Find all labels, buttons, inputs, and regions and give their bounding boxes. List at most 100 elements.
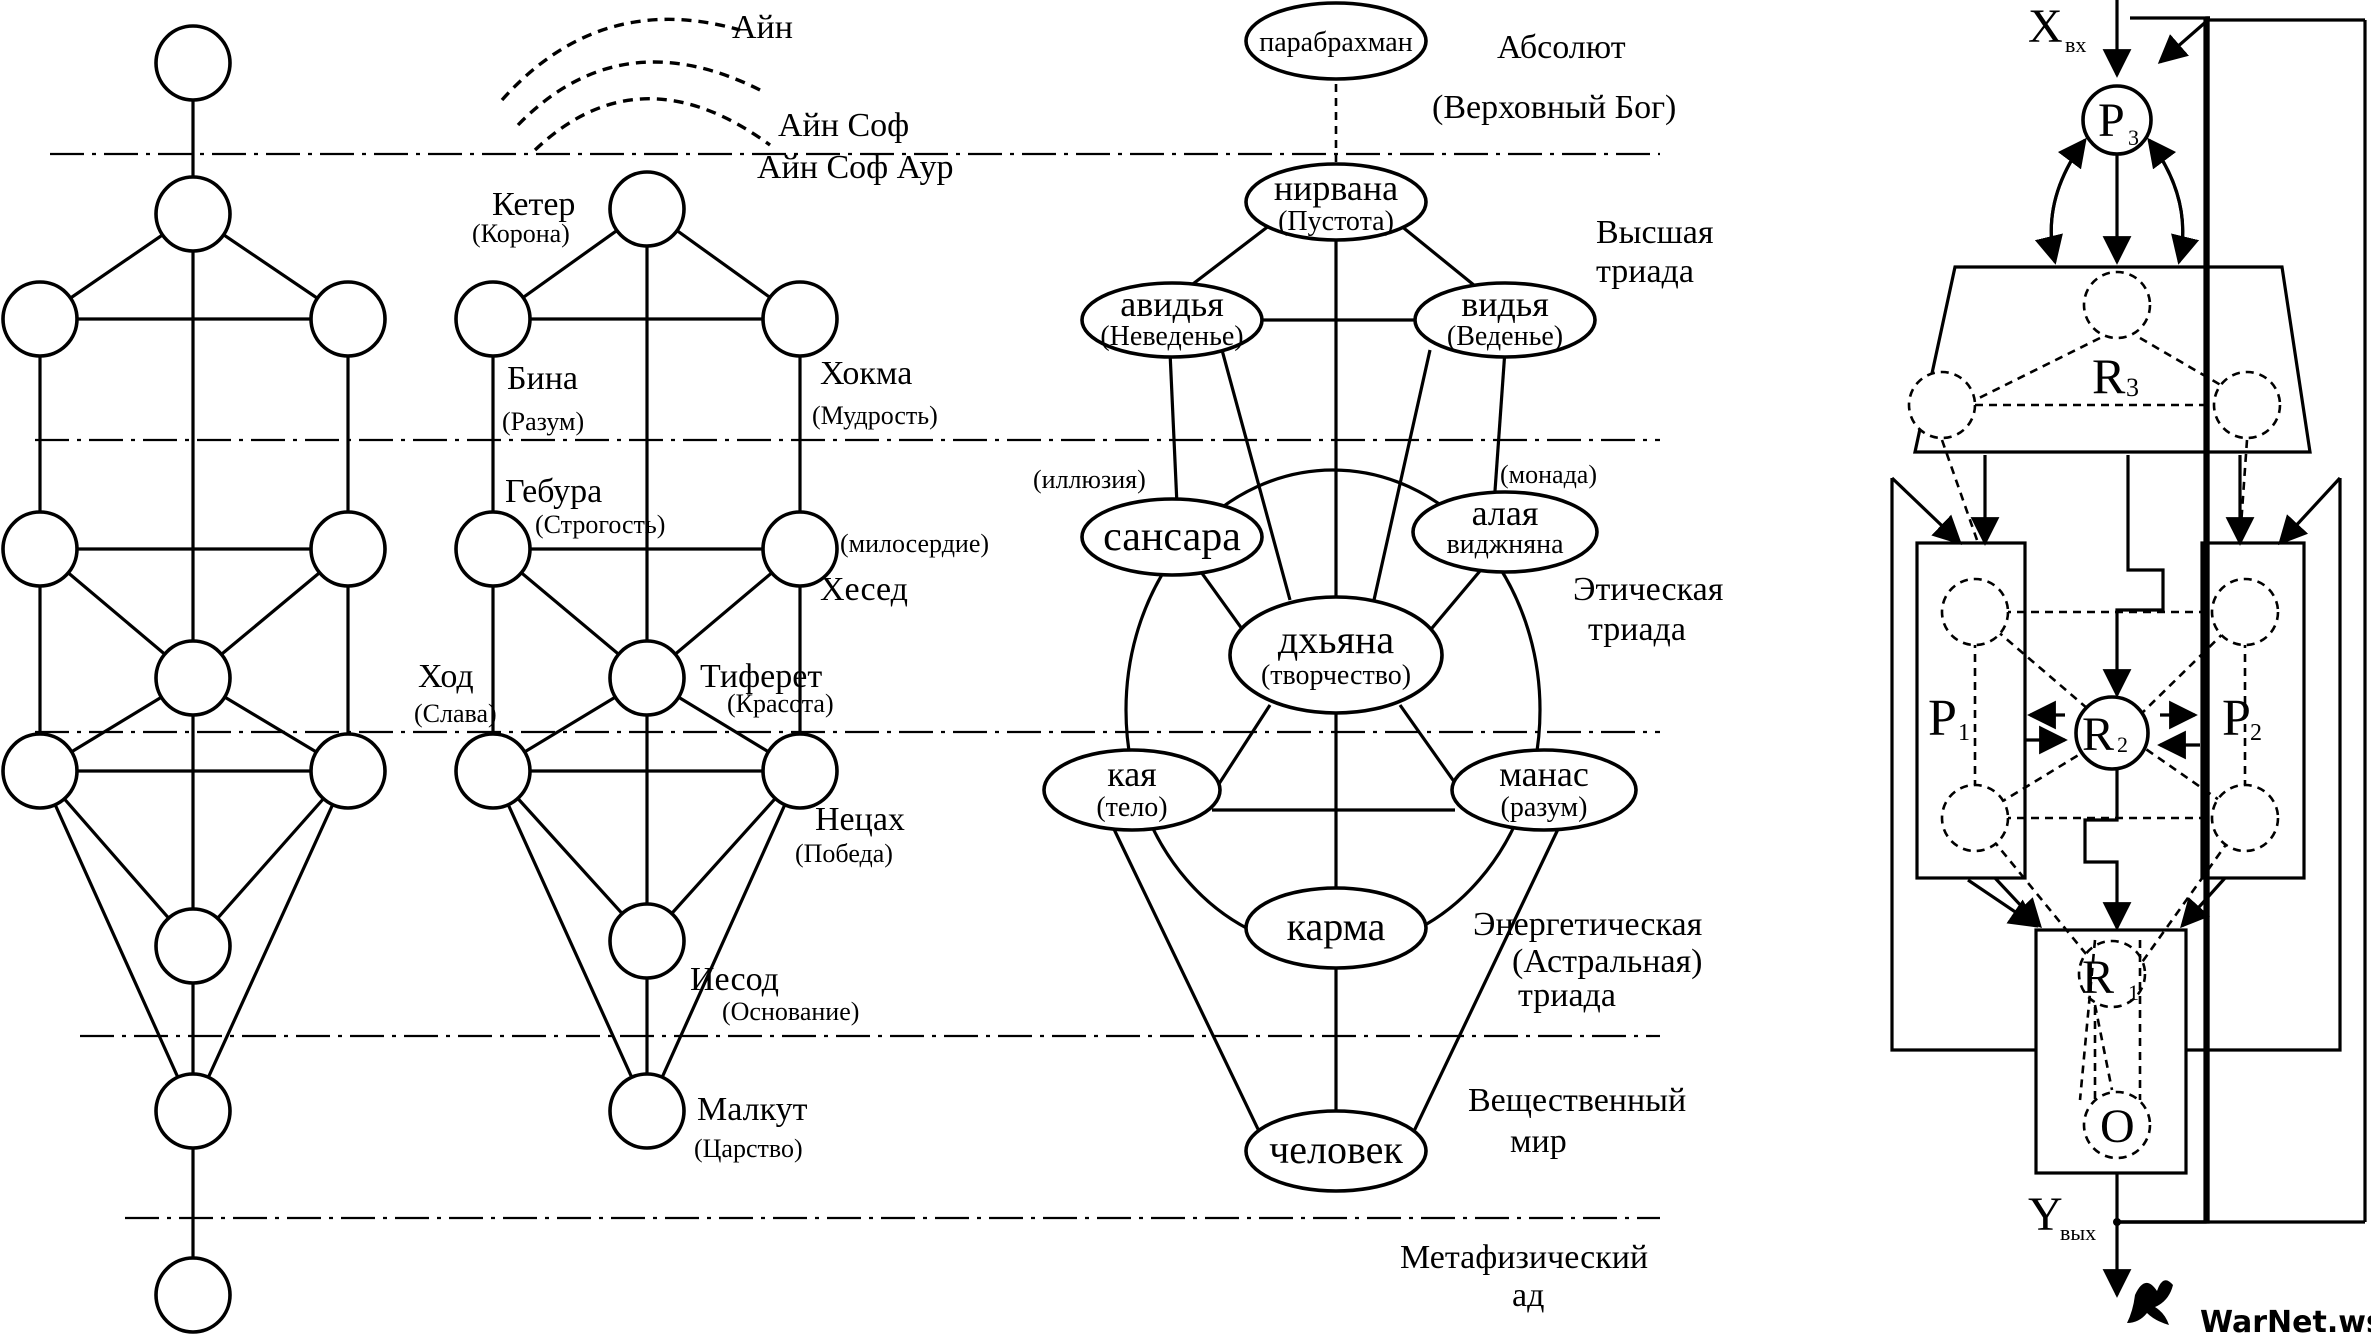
label-r3-sub: 3 bbox=[2126, 373, 2139, 402]
tree-2-node-malkut bbox=[608, 1072, 686, 1150]
label-y-out: Y bbox=[2028, 1188, 2063, 1241]
label-netzah: Нецах bbox=[815, 801, 905, 838]
tree-1-node-hokma bbox=[309, 280, 387, 358]
label-dhyana-sub: (творчество) bbox=[1261, 660, 1411, 691]
label-energy-1: Энергетическая bbox=[1473, 906, 1703, 943]
label-hokma-sub: (Мудрость) bbox=[812, 401, 938, 430]
label-manas: манас bbox=[1499, 754, 1589, 794]
tree-1-node-top bbox=[154, 24, 232, 102]
node-o bbox=[2082, 1090, 2152, 1160]
ellipse-avidya bbox=[1080, 281, 1264, 359]
label-material-2: мир bbox=[1510, 1123, 1567, 1160]
label-p1-sub: 1 bbox=[1958, 720, 1970, 746]
label-keter-sub: (Корона) bbox=[472, 219, 570, 248]
ellipse-parabrahman bbox=[1244, 1, 1428, 81]
label-vijnana: виджняна bbox=[1446, 529, 1564, 560]
node-r3-right bbox=[2212, 370, 2282, 440]
ellipse-karma bbox=[1244, 886, 1428, 970]
label-energy-2: (Астральная) bbox=[1512, 943, 1703, 980]
label-malkut-sub: (Царство) bbox=[694, 1134, 803, 1163]
label-p1: P bbox=[1928, 690, 1957, 747]
node-p1-top bbox=[1940, 577, 2010, 647]
node-p2-top bbox=[2210, 577, 2280, 647]
tree-2-node-tiferet bbox=[608, 639, 686, 717]
label-iesod: Иесод bbox=[690, 961, 779, 998]
label-x-in: X bbox=[2028, 0, 2063, 53]
tree-2-node-hokma bbox=[761, 280, 839, 358]
label-parabrahman: парабрахман bbox=[1259, 27, 1412, 58]
label-hod-sub: (Слава) bbox=[414, 699, 497, 728]
label-chelovek: человек bbox=[1269, 1127, 1403, 1172]
label-keter: Кетер bbox=[492, 186, 575, 223]
label-supreme-god: (Верховный Бог) bbox=[1432, 89, 1676, 126]
label-p2-sub: 2 bbox=[2250, 720, 2262, 746]
label-netzah-sub: (Победа) bbox=[795, 839, 893, 868]
tree-2-node-hod bbox=[454, 732, 532, 810]
node-r3-top bbox=[2082, 270, 2152, 340]
watermark: WarNet.ws bbox=[2127, 1280, 2371, 1340]
label-vidya: видья bbox=[1461, 284, 1549, 324]
label-hokma: Хокма bbox=[820, 355, 912, 392]
tree-1 bbox=[1, 24, 387, 1334]
tree-2-node-bina bbox=[454, 280, 532, 358]
label-hod: Ход bbox=[418, 658, 474, 695]
ellipse-vidya bbox=[1413, 281, 1597, 359]
label-nirvana: нирвана bbox=[1274, 168, 1398, 208]
node-p1-bottom bbox=[1940, 783, 2010, 853]
label-o: O bbox=[2100, 1100, 2135, 1153]
label-malkut: Малкут bbox=[697, 1091, 808, 1128]
tree-1-node-hod bbox=[1, 732, 79, 810]
label-avidya-sub: (Неведенье) bbox=[1100, 321, 1243, 352]
tree-2-node-keter bbox=[608, 170, 686, 248]
node-p3 bbox=[2081, 84, 2153, 156]
level-lines bbox=[35, 152, 1660, 1220]
label-bina-sub: (Разум) bbox=[502, 407, 584, 436]
ellipse-chelovek bbox=[1244, 1109, 1428, 1193]
label-material-1: Вещественный bbox=[1468, 1082, 1686, 1119]
label-higher-2: триада bbox=[1596, 253, 1694, 290]
label-r2: R bbox=[2082, 708, 2114, 761]
dragon-logo-icon bbox=[2127, 1280, 2173, 1325]
label-hesed-sub: (милосердие) bbox=[840, 529, 989, 558]
label-x-in-sub: вх bbox=[2065, 32, 2086, 57]
label-p2: P bbox=[2222, 690, 2251, 747]
level-labels: Абсолют (Верховный Бог) Высшая триада Эт… bbox=[1400, 29, 1724, 1314]
label-karma: карма bbox=[1287, 904, 1386, 949]
label-r3: R bbox=[2092, 348, 2126, 404]
ellipse-kaya bbox=[1042, 748, 1222, 832]
label-gebura: Гебура bbox=[505, 473, 602, 510]
tree-1-node-bina bbox=[1, 280, 79, 358]
ain-arcs bbox=[500, 17, 772, 152]
tree-1-node-netzah bbox=[309, 732, 387, 810]
tree-2-node-gebura bbox=[454, 510, 532, 588]
tree-1-node-tiferet bbox=[154, 639, 232, 717]
tree-1-node-malkut bbox=[154, 1072, 232, 1150]
watermark-text: WarNet.ws bbox=[2200, 1305, 2371, 1340]
label-gebura-sub: (Строгость) bbox=[535, 510, 665, 539]
block-p1 bbox=[1915, 541, 2027, 880]
label-hesed: Хесед bbox=[820, 571, 908, 608]
ellipse-nirvana bbox=[1244, 162, 1428, 242]
tree-1-node-iesod bbox=[154, 907, 232, 985]
label-alaya: алая bbox=[1472, 493, 1539, 533]
ellipse-dhyana bbox=[1228, 595, 1444, 715]
system-diagram: P 3 R 3 bbox=[1890, 0, 2367, 1298]
tree-3: парабрахман нирвана (Пустота) авидья (Не… bbox=[1033, 1, 1638, 1193]
node-p2-bottom bbox=[2210, 783, 2280, 853]
label-higher-1: Высшая bbox=[1596, 214, 1714, 251]
tree-1-node-gebura bbox=[1, 510, 79, 588]
label-vidya-sub: (Веденье) bbox=[1447, 321, 1563, 352]
block-r1 bbox=[2034, 928, 2188, 1175]
tree-2-node-iesod bbox=[608, 902, 686, 980]
label-r1: R bbox=[2082, 951, 2114, 1004]
node-r3-left bbox=[1907, 370, 1977, 440]
label-absolute: Абсолют bbox=[1497, 29, 1626, 66]
tree-2-node-netzah bbox=[761, 732, 839, 810]
label-energy-3: триада bbox=[1518, 977, 1616, 1014]
label-bina: Бина bbox=[507, 360, 578, 397]
label-iesod-sub: (Основание) bbox=[722, 997, 859, 1026]
node-r2 bbox=[2074, 695, 2150, 771]
label-ain-sof-aur: Айн Соф Аур bbox=[757, 149, 954, 186]
